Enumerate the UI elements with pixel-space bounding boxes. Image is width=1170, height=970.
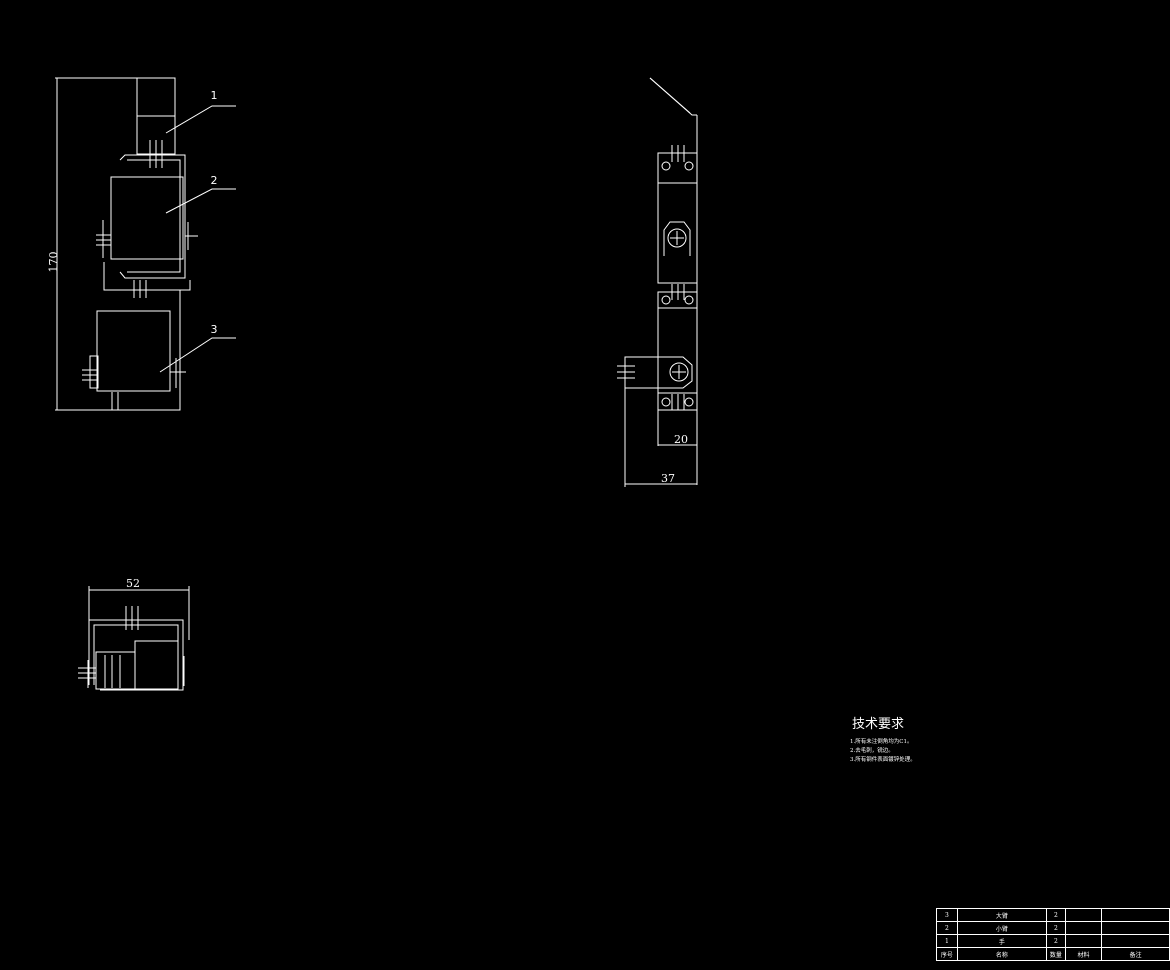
bom-material xyxy=(1064,921,1103,935)
bom-material xyxy=(1064,934,1103,948)
bottom-view xyxy=(78,586,190,691)
dim-height: 170 xyxy=(47,252,60,273)
bom-qty: 2 xyxy=(1046,908,1066,922)
bom-header-row: 序号 名称 数量 材料 备注 xyxy=(936,947,1170,961)
tech-note: 1.所有未注倒角均为C1。 xyxy=(850,739,913,745)
bom-remark xyxy=(1101,921,1170,935)
tech-note: 3.所有钢件表面镀锌处理。 xyxy=(850,757,916,763)
bom-qty: 2 xyxy=(1046,934,1066,948)
dim-width-52: 52 xyxy=(126,577,140,590)
bill-of-materials: 3 大臂 2 2 小臂 2 1 手 2 序号 名称 数量 材料 备注 xyxy=(936,908,1170,961)
callout-2: 2 xyxy=(211,174,218,187)
bom-qty: 2 xyxy=(1046,921,1066,935)
callout-1: 1 xyxy=(211,89,218,102)
bom-header-qty: 数量 xyxy=(1046,947,1066,961)
bom-material xyxy=(1064,908,1103,922)
bom-name: 小臂 xyxy=(956,921,1048,935)
bom-row: 1 手 2 xyxy=(936,934,1170,948)
tech-note: 2.去毛刺，锐边。 xyxy=(850,748,894,754)
front-view xyxy=(55,77,236,411)
tech-title: 技术要求 xyxy=(852,717,905,732)
dim-width-20: 20 xyxy=(674,433,688,446)
bom-row: 2 小臂 2 xyxy=(936,921,1170,935)
bom-name: 手 xyxy=(956,934,1048,948)
bom-remark xyxy=(1101,908,1170,922)
bom-remark xyxy=(1101,934,1170,948)
bom-no: 1 xyxy=(936,934,958,948)
technical-requirements: 技术要求 1.所有未注倒角均为C1。 2.去毛刺，锐边。 3.所有钢件表面镀锌处… xyxy=(850,713,1150,765)
bom-header-material: 材料 xyxy=(1064,947,1103,961)
bom-row: 3 大臂 2 xyxy=(936,908,1170,922)
dim-width-37: 37 xyxy=(661,472,675,485)
bom-header-remark: 备注 xyxy=(1101,947,1170,961)
bom-header-name: 名称 xyxy=(956,947,1048,961)
callout-3: 3 xyxy=(211,323,218,336)
bom-name: 大臂 xyxy=(956,908,1048,922)
bom-no: 3 xyxy=(936,908,958,922)
bom-no: 2 xyxy=(936,921,958,935)
bom-header-no: 序号 xyxy=(936,947,958,961)
side-view xyxy=(617,77,698,487)
